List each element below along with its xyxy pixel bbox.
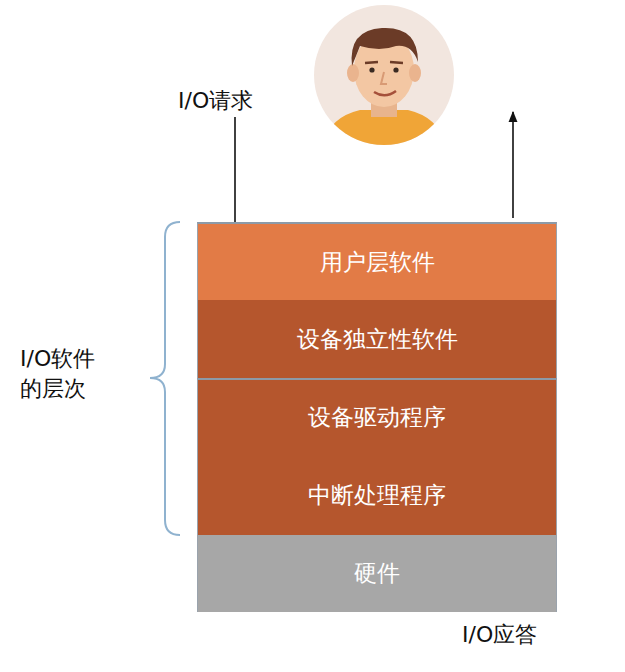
layer-label: 设备独立性软件	[297, 324, 458, 355]
reply-label: I/O应答	[462, 620, 537, 650]
layer-band: 用户层软件	[197, 222, 557, 300]
bracket-label: I/O软件 的层次	[20, 344, 120, 403]
layer-band: 硬件	[197, 535, 557, 612]
layer-band: 设备驱动程序	[197, 378, 557, 455]
layer-band: 设备独立性软件	[197, 300, 557, 378]
up-arrow	[512, 112, 514, 218]
layer-label: 用户层软件	[320, 247, 435, 278]
avatar-ear	[409, 64, 421, 82]
layer-label: 中断处理程序	[308, 480, 446, 511]
layer-label: 硬件	[354, 558, 400, 589]
layer-label: 设备驱动程序	[308, 402, 446, 433]
layer-band: 中断处理程序	[197, 455, 557, 535]
avatar-brows	[365, 62, 403, 63]
bracket	[150, 222, 180, 535]
avatar-eye	[369, 67, 374, 72]
avatar-nose	[381, 72, 387, 84]
avatar-eye	[393, 67, 398, 72]
user-avatar	[314, 5, 454, 150]
request-label: I/O请求	[178, 86, 253, 116]
avatar-figure	[322, 28, 446, 150]
avatar-mouth	[374, 91, 396, 95]
avatar-ear	[347, 64, 359, 82]
avatar-hair	[352, 28, 418, 66]
